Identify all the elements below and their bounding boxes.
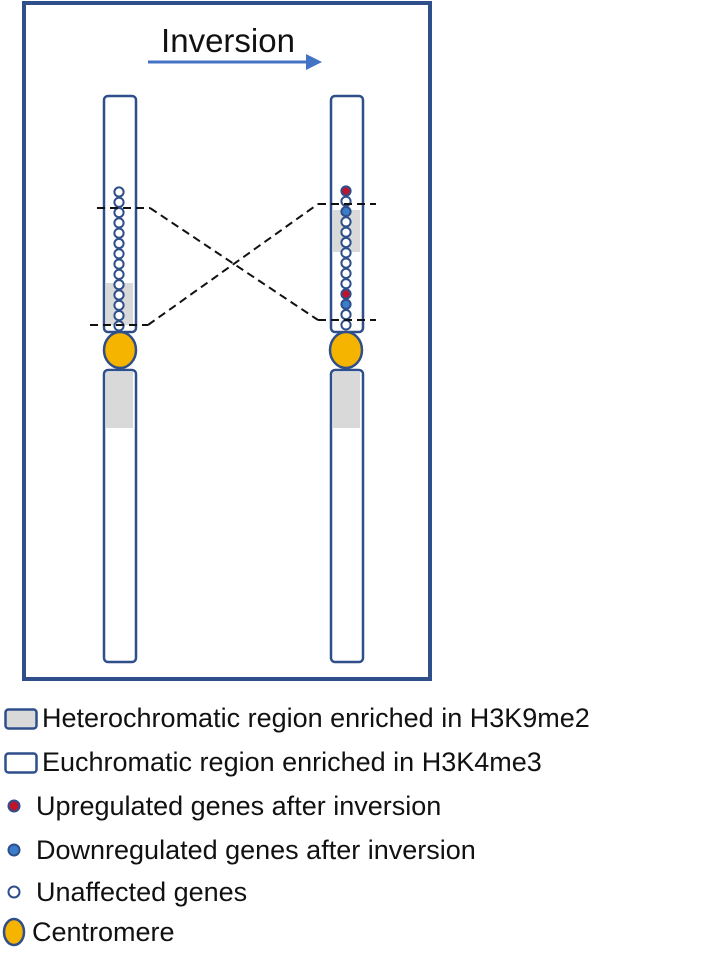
unaffected-gene-dot — [113, 227, 125, 239]
unaffected-gene-dot — [340, 247, 352, 259]
centromere-oval-icon — [2, 917, 26, 947]
unaffected-gene-dot — [113, 310, 125, 322]
downregulated-gene-dot-icon — [7, 843, 21, 857]
unaffected-gene-dot — [113, 217, 125, 229]
diagram-title: Inversion — [161, 22, 295, 59]
legend-label: Downregulated genes after inversion — [36, 834, 476, 865]
upregulated-gene-dot — [340, 185, 352, 197]
chromosome-before — [102, 94, 138, 664]
unaffected-gene-dot — [113, 237, 125, 250]
unaffected-gene-dot — [113, 299, 125, 311]
long-arm-heterochromatin — [333, 372, 360, 428]
unaffected-gene-dot — [113, 248, 125, 260]
unaffected-gene-dot — [113, 289, 125, 301]
unaffected-gene-dot — [340, 309, 352, 321]
euchromatin-swatch-icon — [4, 752, 38, 774]
unaffected-gene-dot — [113, 279, 125, 291]
legend-label: Unaffected genes — [36, 876, 248, 907]
breakpoint-lines — [90, 203, 376, 326]
centromere — [102, 330, 138, 370]
unaffected-gene-dot-icon — [7, 885, 21, 899]
diagram-frame — [22, 1, 432, 681]
legend-label: Heterochromatic region enriched in H3K9m… — [42, 702, 590, 733]
unaffected-gene-dot — [340, 319, 352, 331]
gene-column-after — [340, 185, 352, 331]
unaffected-gene-dot — [113, 186, 125, 198]
legend-label: Euchromatic region enriched in H3K4me3 — [42, 746, 542, 777]
heterochromatin-swatch-icon — [4, 708, 38, 730]
unaffected-gene-dot — [113, 268, 125, 280]
unaffected-gene-dot — [340, 257, 352, 269]
long-arm — [329, 368, 365, 664]
downregulated-gene-dot — [340, 298, 352, 310]
upregulated-gene-dot — [340, 288, 352, 300]
unaffected-gene-dot — [113, 196, 125, 208]
unaffected-gene-dot — [340, 267, 352, 279]
long-arm — [102, 368, 138, 664]
gene-column-before — [113, 186, 125, 332]
unaffected-gene-dot — [113, 258, 125, 270]
unaffected-gene-dot — [340, 278, 352, 290]
inversion-cross-line-2 — [147, 203, 319, 326]
long-arm-heterochromatin — [106, 372, 133, 428]
unaffected-gene-dot — [113, 207, 125, 219]
legend-label: Upregulated genes after inversion — [36, 790, 442, 821]
legend-label: Centromere — [32, 916, 175, 947]
upregulated-gene-dot-icon — [7, 799, 21, 813]
chromosome-after — [328, 94, 365, 664]
inversion-cross-line-1 — [149, 207, 319, 321]
downregulated-gene-dot — [340, 206, 352, 218]
inversion-arrow — [148, 54, 322, 70]
unaffected-gene-dot — [340, 216, 352, 228]
unaffected-gene-dot — [340, 236, 352, 249]
centromere — [328, 330, 364, 370]
unaffected-gene-dot — [340, 226, 352, 238]
arrow-head — [306, 54, 322, 70]
